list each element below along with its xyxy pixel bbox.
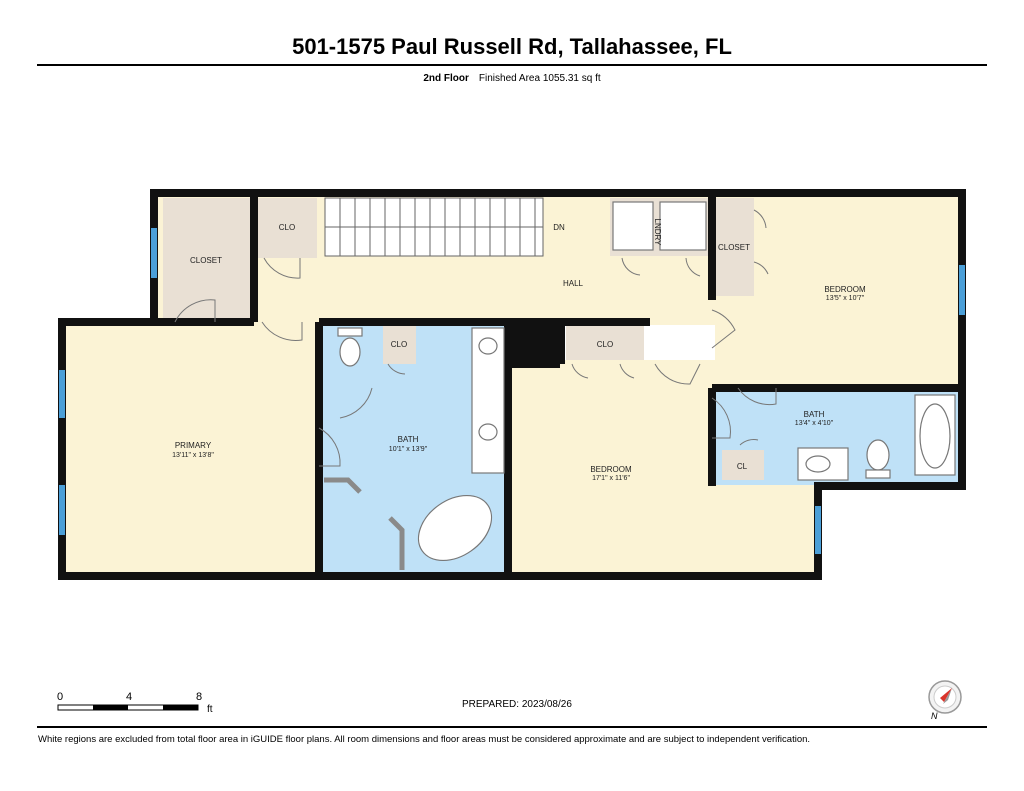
- bedroom-ne-room: [715, 195, 960, 385]
- closet-left-label: CLOSET: [190, 256, 222, 265]
- compass-icon: [928, 680, 962, 714]
- scale-bar: [57, 704, 199, 711]
- disclaimer: White regions are excluded from total fl…: [38, 734, 811, 745]
- closet-left: [163, 198, 250, 321]
- closet-right: [716, 198, 754, 296]
- bath-primary-label: BATH: [398, 435, 419, 444]
- bedroom-se-dims: 17'1" x 11'6": [592, 475, 630, 482]
- clo-top: [257, 198, 317, 258]
- floor-info: 2nd Floor Finished Area 1055.31 sq ft: [0, 73, 1024, 84]
- scale-label-4: 4: [126, 691, 132, 703]
- clo-bath: [383, 326, 416, 364]
- shower-walls: [324, 477, 405, 570]
- header-divider: [37, 64, 987, 66]
- primary-room: [66, 325, 321, 573]
- laundry-label: LNDRY: [653, 219, 662, 247]
- staircase: [324, 197, 544, 257]
- cl-label: CL: [737, 462, 748, 471]
- wall-block: [505, 322, 565, 364]
- bedroom-ne-dims: 13'5" x 10'7": [826, 295, 865, 302]
- closet-right-label: CLOSET: [718, 243, 750, 252]
- bath-primary-dims: 10'1" x 13'9": [389, 446, 428, 453]
- bath-east-label: BATH: [804, 410, 825, 419]
- prepared-date: PREPARED: 2023/08/26: [462, 699, 572, 710]
- scale-label-0: 0: [57, 691, 63, 703]
- bath-east-dims: 13'4" x 4'10": [795, 420, 834, 427]
- windows: [59, 228, 965, 554]
- scale-unit: ft: [207, 704, 213, 715]
- clo-mid: [566, 326, 644, 360]
- finished-area: Finished Area 1055.31 sq ft: [478, 73, 601, 84]
- floor-label: 2nd Floor: [423, 73, 469, 84]
- cl-closet: [722, 450, 764, 480]
- clo-top-label: CLO: [279, 223, 295, 232]
- clo-mid-label: CLO: [597, 340, 613, 349]
- clo-bath-label: CLO: [391, 340, 407, 349]
- primary-dims: 13'11" x 13'8": [172, 452, 214, 459]
- stairs-dn-label: DN: [553, 223, 565, 232]
- page-title: 501-1575 Paul Russell Rd, Tallahassee, F…: [292, 34, 732, 59]
- compass-north-label: N: [931, 711, 938, 721]
- footer-divider: [37, 726, 987, 728]
- bedroom-ne-label: BEDROOM: [824, 285, 866, 294]
- primary-label: PRIMARY: [175, 441, 212, 450]
- scale-label-8: 8: [196, 691, 202, 703]
- bedroom-se-label: BEDROOM: [590, 465, 632, 474]
- doors: [174, 209, 777, 467]
- fixtures: [337, 201, 956, 562]
- hall-label: HALL: [563, 279, 584, 288]
